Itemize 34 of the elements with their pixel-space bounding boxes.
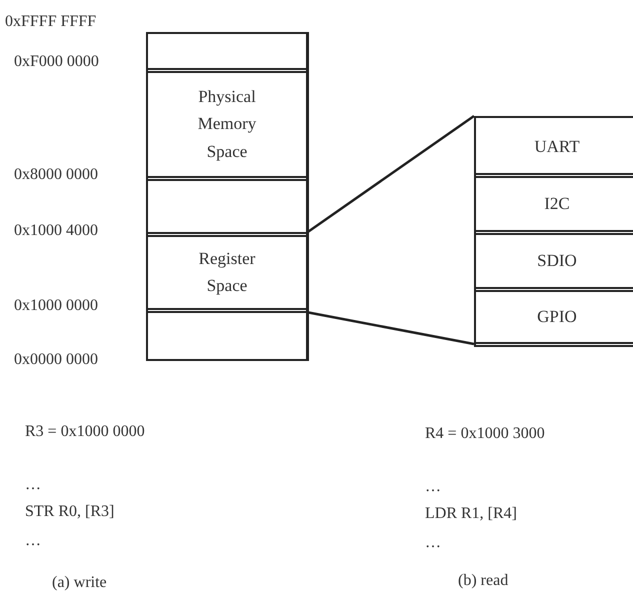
- register-block: [474, 286, 633, 346]
- register-block: [474, 172, 633, 234]
- code-line: …: [25, 476, 41, 494]
- zoom-line: [308, 311, 474, 346]
- code-line: …: [425, 534, 441, 552]
- region-label: UART: [534, 136, 580, 158]
- zoom-line: [308, 114, 475, 233]
- address-label: 0xFFFF FFFF: [5, 13, 96, 31]
- memory-region: [146, 308, 308, 360]
- code-line: …: [425, 478, 441, 496]
- region-label: Register Space: [198, 248, 256, 297]
- code-line: R4 = 0x1000 3000: [425, 425, 545, 443]
- address-label: 0x1000 0000: [14, 297, 98, 315]
- code-line: LDR R1, [R4]: [425, 505, 517, 523]
- memory-region: [146, 176, 308, 236]
- code-line: R3 = 0x1000 0000: [25, 423, 145, 441]
- subfigure-caption: (b) read: [458, 572, 508, 590]
- code-line: STR R0, [R3]: [25, 503, 114, 521]
- region-label: Physical Memory Space: [196, 86, 258, 163]
- address-label: 0x0000 0000: [14, 351, 98, 369]
- memory-region: [146, 32, 308, 72]
- region-label: GPIO: [537, 306, 577, 328]
- address-label: 0x1000 4000: [14, 222, 98, 240]
- memory-region: [146, 68, 308, 180]
- address-label: 0x8000 0000: [14, 166, 98, 184]
- address-label: 0xF000 0000: [14, 53, 99, 71]
- subfigure-caption: (a) write: [52, 574, 107, 592]
- region-label: SDIO: [537, 250, 577, 272]
- code-line: …: [25, 532, 41, 550]
- peripheral-register-stack: [474, 116, 633, 344]
- region-label: I2C: [544, 192, 570, 215]
- register-block: [474, 230, 633, 292]
- memory-map-column: [146, 32, 308, 361]
- memory-region: [146, 232, 308, 312]
